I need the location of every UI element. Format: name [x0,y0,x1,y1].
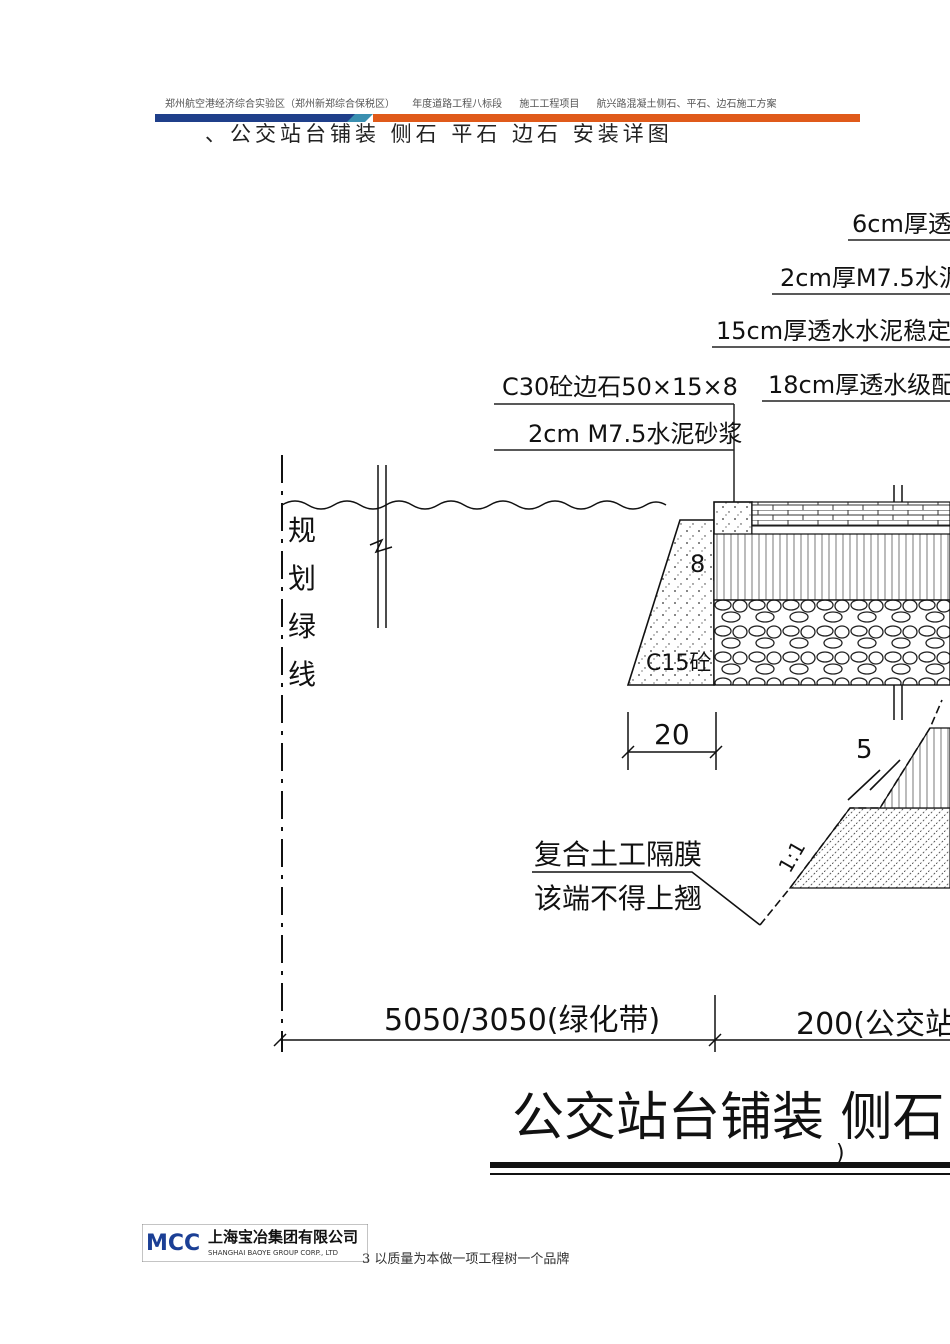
layer-3-label: 15cm厚透水水泥稳定 [716,317,950,345]
header-item: 施工工程项目 [519,99,580,110]
layer-4-label: 18cm厚透水级配 [768,371,950,399]
geomembrane-leader [532,871,761,926]
section-title: 、公交站台铺装 侧石 平石 边石 安装详图 [205,122,673,146]
ground-line [281,500,667,510]
drawing-title: 公交站台铺装 侧石 [512,1088,945,1148]
layer-annotations [494,239,950,510]
logo-mark: MCC [146,1231,200,1256]
planning-line-char-4: 线 [288,658,316,691]
c15-concrete-label: C15砼 [646,651,711,676]
mortar-label: 2cm M7.5水泥砂浆 [528,420,742,448]
logo-company-cn: 上海宝冶集团有限公司 [208,1228,358,1246]
geomembrane-note: 该端不得上翘 [534,882,702,915]
curb-stone-label: C30砼边石50×15×8 [502,373,738,401]
logo-company-en: SHANGHAI BAOYE GROUP CORP., LTD [208,1249,338,1257]
bus-platform-width-label: 200(公交站 [796,1007,950,1042]
drawing-title-underline-thin [490,1173,950,1175]
dim-20 [621,712,723,770]
dim-20-label: 20 [654,718,690,751]
header-color-bar [155,114,860,122]
slope-line [759,699,943,926]
paving-brick-layer [751,501,950,527]
geomembrane-label: 复合土工隔膜 [534,838,702,871]
planning-line-char-3: 绿 [288,610,316,643]
dim-8-label: 8 [690,550,705,578]
footer-slogan: 3 以质量为本做一项工程树一个品牌 [362,1248,569,1267]
stray-mark: ) [836,1141,845,1166]
graded-aggregate-layer [713,599,950,686]
planning-line-char-1: 规 [288,514,316,547]
dim-5-label: 5 [856,735,873,765]
mortar-layer [751,525,950,535]
drawing-title-underline-thick [490,1162,950,1168]
upper-base-fill [878,727,950,809]
header-project: 郑州航空港经济综合实验区（郑州新郑综合保税区） [165,99,395,110]
header-plan: 航兴路混凝土侧石、平石、边石施工方案 [596,99,777,110]
planning-line-char-2: 划 [288,562,316,595]
document-header: 郑州航空港经济综合实验区（郑州新郑综合保税区） 年度道路工程八标段 施工工程项目… [165,95,791,110]
layer-2-label: 2cm厚M7.5水泥 [780,264,950,292]
embankment-fill [788,807,950,889]
bottom-dimension [273,995,950,1052]
page-number: 3 [362,1252,371,1267]
company-logo: MCC 上海宝冶集团有限公司 SHANGHAI BAOYE GROUP CORP… [142,1224,368,1262]
layer-1-label: 6cm厚透 [852,210,950,238]
stabilized-base-layer [713,533,950,601]
curb-installation-drawing: 6cm厚透 2cm厚M7.5水泥 15cm厚透水水泥稳定 18cm厚透水级配 C… [273,210,950,1175]
break-mark-left [369,465,393,628]
slogan-text: 以质量为本做一项工程树一个品牌 [374,1252,570,1267]
header-segment: 年度道路工程八标段 [412,99,503,110]
green-belt-width-label: 5050/3050(绿化带) [384,1003,660,1038]
